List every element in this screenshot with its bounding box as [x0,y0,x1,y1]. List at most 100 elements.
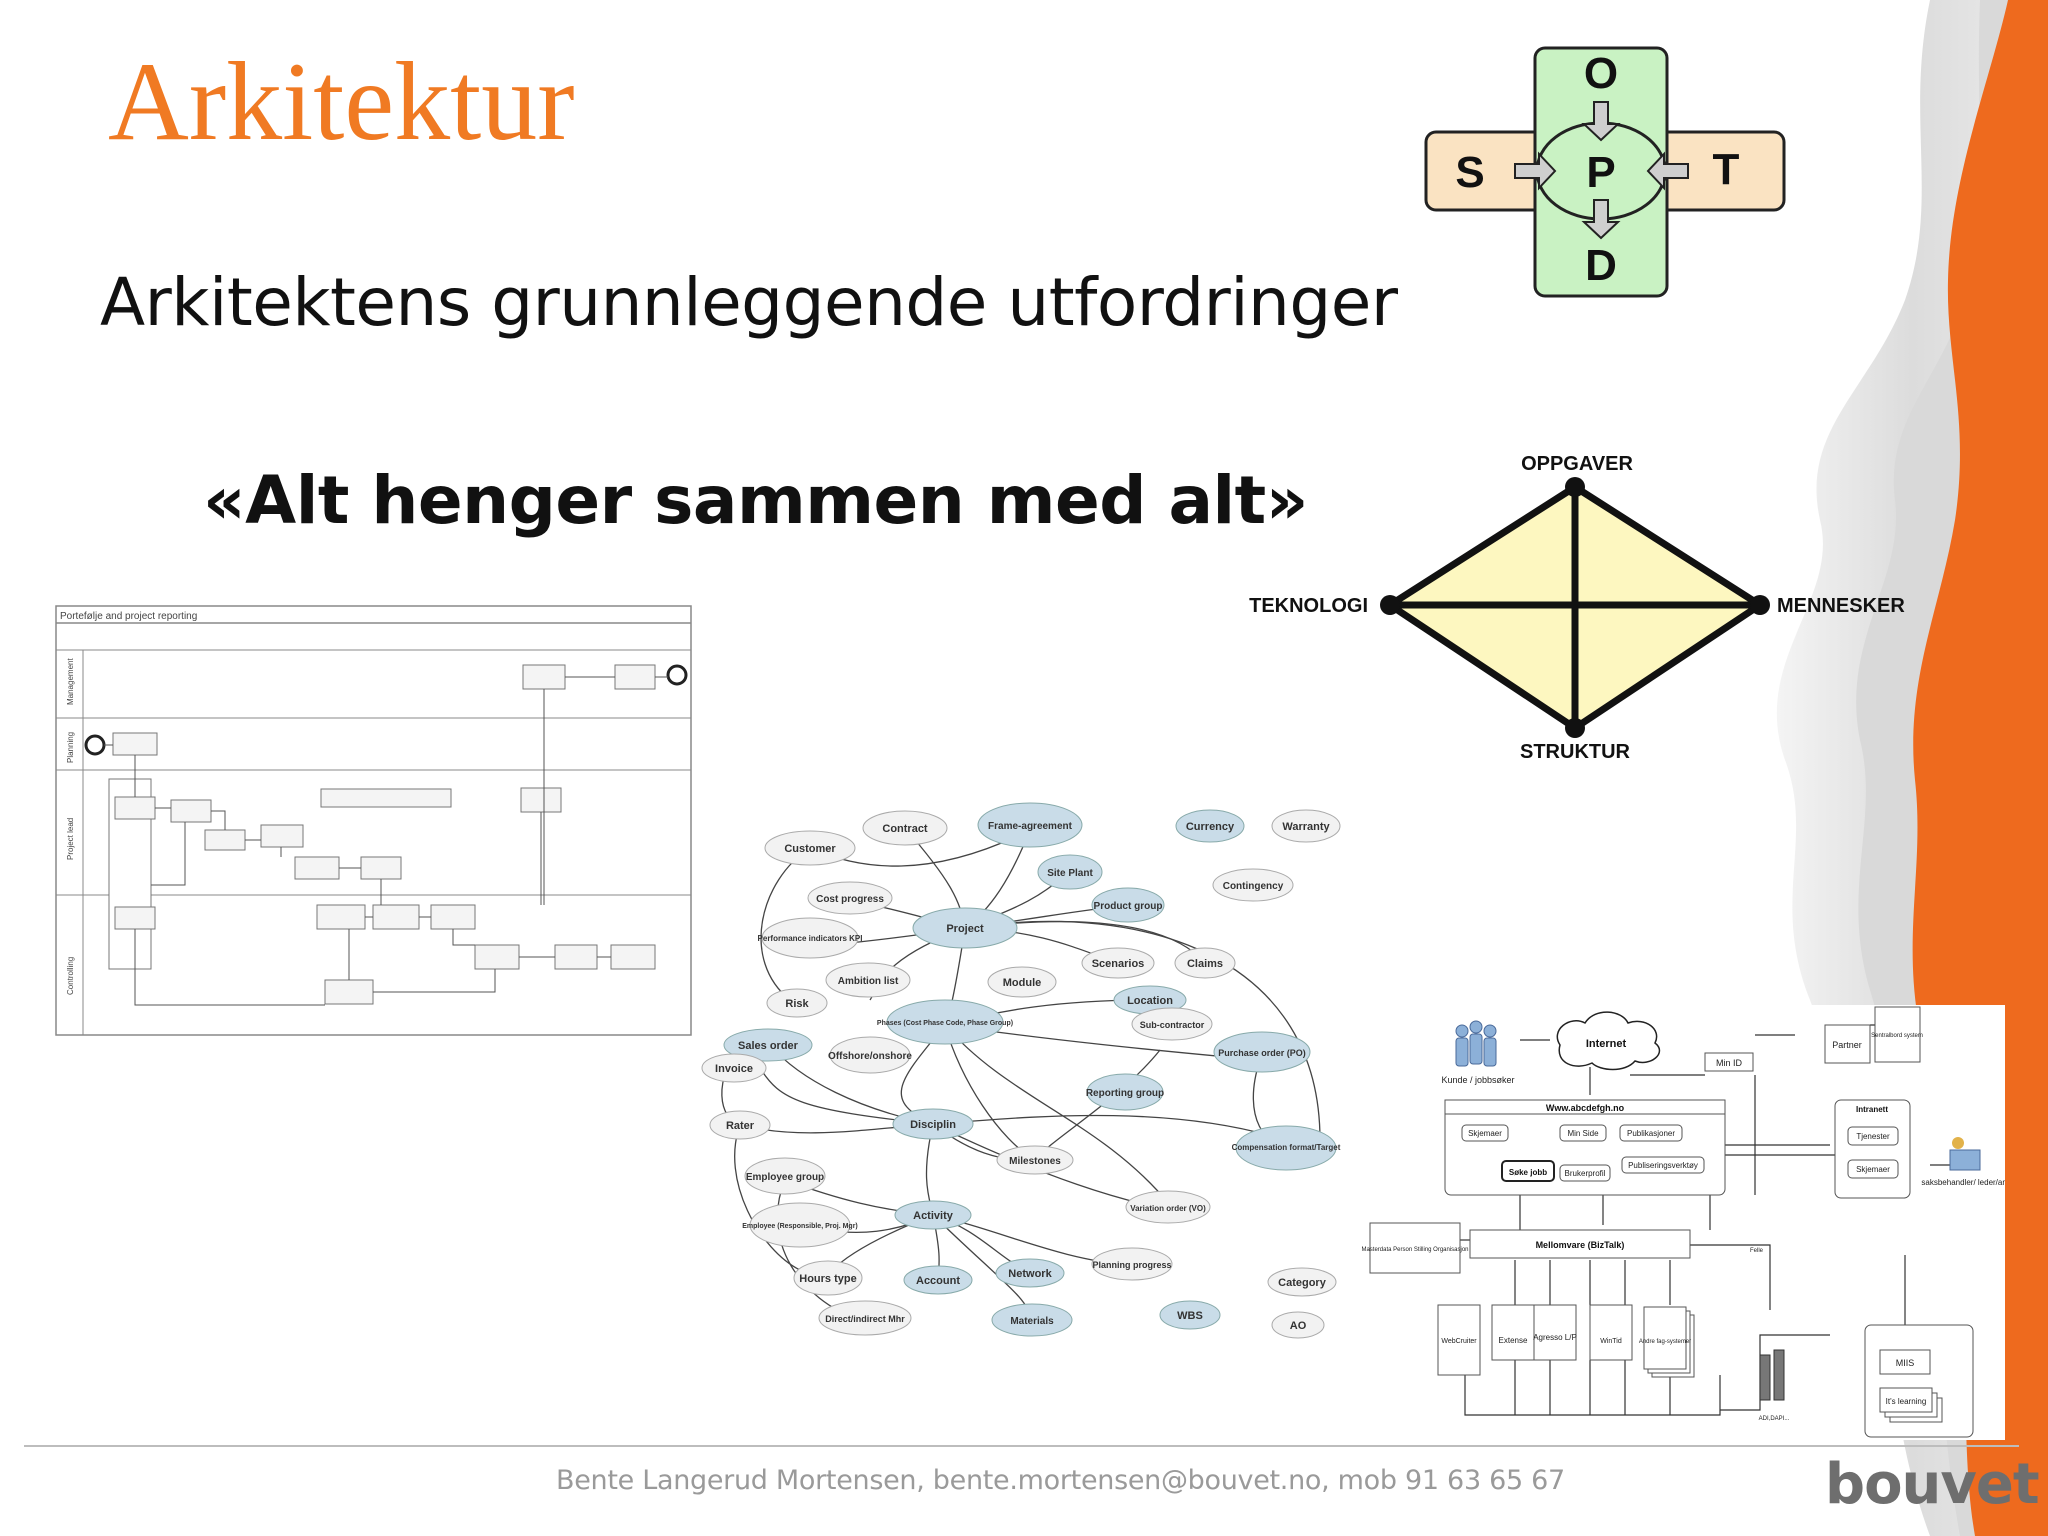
concept-node [996,1145,1074,1175]
system-label: Andre fag-systemer [1639,1339,1691,1345]
concept-node [1271,809,1341,843]
web-item: Brukerprofil [1565,1169,1606,1178]
concept-label: Contract [882,823,928,835]
concept-label: Materials [1010,1316,1054,1327]
concept-node [764,830,856,866]
concept-label: Currency [1186,821,1235,833]
intranet-item: Tjenester [1856,1132,1890,1141]
concept-label: Activity [913,1210,954,1222]
concept-node [1175,809,1245,843]
concept-node [709,1110,771,1140]
concept-label: Employee group [746,1172,824,1183]
concept-label: Scenarios [1092,958,1145,970]
sentralbord-label: Sentralbord system [1871,1033,1923,1039]
concept-node [1159,1300,1221,1330]
concept-label: Offshore/onshore [828,1051,912,1062]
concept-label: WBS [1177,1310,1203,1322]
employee-label: saksbehandler/ leder/ansatt.... [1921,1178,2005,1187]
concept-label: Module [1003,977,1042,989]
concept-label: Project [946,923,984,935]
concept-node [744,1157,826,1195]
concept-node [1086,1073,1164,1111]
process-title: Portefølje and project reporting [60,611,197,622]
concept-label: Compensation format/Target [1232,1143,1341,1152]
concept-node [987,966,1057,998]
customer-label: Kunde / jobbsøker [1441,1075,1514,1085]
concept-node [807,881,893,915]
concept-label: Location [1127,995,1173,1007]
concept-label: Performance indicators KPI [758,934,863,943]
masterdata-label: Masterdata Person Stilling Organisasjon [1361,1247,1468,1253]
slide-subtitle: Arkitektens grunnleggende utfordringer [100,264,1398,341]
concept-label: Cost progress [816,894,884,905]
concept-node [1131,1007,1213,1041]
concept-node [862,810,948,846]
concept-node [1091,1247,1173,1281]
system-label: Extense [1499,1336,1528,1345]
concept-node [977,802,1083,848]
concept-node [825,962,911,998]
concept-node [991,1303,1073,1337]
concept-node [995,1258,1065,1288]
learning-label: It's learning [1886,1397,1927,1406]
concept-label: Employee (Responsible, Proj. Mgr) [742,1223,858,1230]
system-label: WinTid [1600,1338,1622,1345]
web-item: Skjemaer [1468,1129,1502,1138]
lane-project-lead: Project lead [66,818,75,860]
concept-label: Hours type [799,1273,856,1285]
spotd-s: S [1455,148,1484,197]
slide-title: Arkitektur [108,40,575,164]
concept-node [1037,854,1103,890]
concept-node [1125,1190,1211,1224]
lane-management: Management [66,658,75,705]
concept-node [903,1265,973,1295]
web-item: Publikasjoner [1627,1129,1675,1138]
concept-node [818,1300,912,1336]
process-diagram: Portefølje and project reporting Managem… [55,605,692,1036]
web-item: Søke jobb [1509,1168,1547,1177]
concept-node [1081,947,1155,979]
concept-node [1213,1031,1311,1073]
leavitt-oppgaver: OPPGAVER [1521,453,1633,475]
concept-node [886,999,1004,1045]
spotd-diagram: O S P T D [1424,46,1786,298]
leavitt-struktur: STRUKTUR [1520,741,1631,763]
concept-node [793,1260,863,1296]
dwh-label: ADI,DAPI... [1759,1416,1790,1422]
spotd-p: P [1586,148,1615,197]
leavitt-mennesker: MENNESKER [1777,595,1905,617]
concept-map: Customer Contract Frame-agreement Curren… [701,802,1341,1339]
employee-icon [1949,1137,1981,1171]
web-item: Min Side [1567,1129,1599,1138]
internet-label: Internet [1586,1038,1627,1050]
system-map: Kunde / jobbsøker Internet Min ID Partne… [1360,1005,2005,1440]
concept-node [1267,1267,1337,1297]
concept-node [912,907,1018,949]
concept-label: Customer [784,843,836,855]
concept-label: Invoice [715,1063,753,1075]
concept-label: Claims [1187,958,1223,970]
concept-label: Site Plant [1047,868,1093,879]
leavitt-teknologi: TEKNOLOGI [1249,595,1368,617]
concept-node [1235,1125,1337,1171]
concept-node [766,988,828,1018]
concept-label: AO [1290,1320,1307,1332]
footer-contact: Bente Langerud Mortensen, bente.mortense… [556,1465,1565,1496]
concept-label: Planning progress [1092,1260,1171,1270]
lane-planning: Planning [66,732,75,763]
spotd-t: T [1713,145,1740,194]
concept-label: Purchase order (PO) [1218,1048,1306,1058]
concept-label: Direct/indirect Mhr [825,1314,905,1324]
web-label: Www.abcdefgh.no [1546,1103,1625,1113]
concept-label: Disciplin [910,1119,956,1131]
concept-label: Reporting group [1086,1088,1164,1099]
concept-node [892,1108,974,1140]
concept-label: Sales order [738,1040,799,1052]
concept-label: Contingency [1223,881,1284,892]
felle-label: Felle [1750,1248,1764,1254]
concept-label: Frame-agreement [988,821,1073,832]
intranet-item: Skjemaer [1856,1165,1890,1174]
concept-node [723,1028,813,1062]
intranet-label: Intranett [1856,1105,1888,1114]
concept-label: Product group [1094,901,1163,912]
